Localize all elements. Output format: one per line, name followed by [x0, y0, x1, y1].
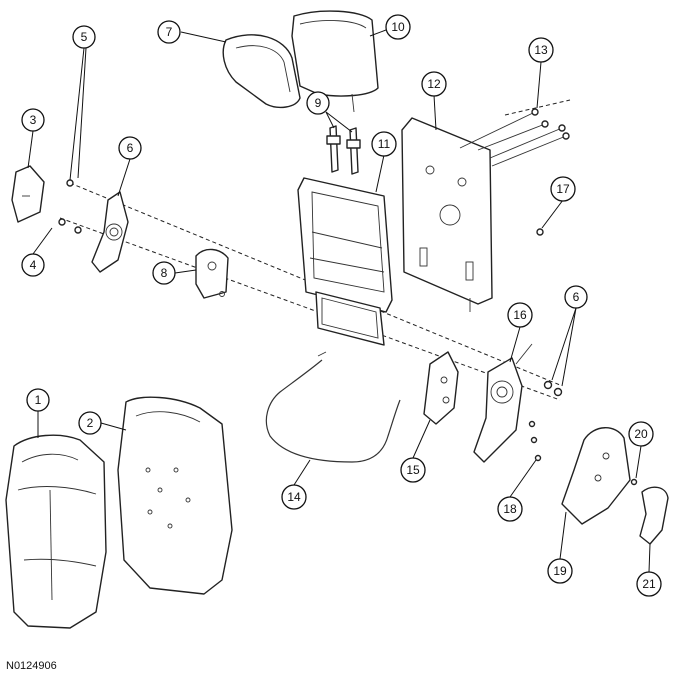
svg-text:8: 8	[161, 266, 168, 280]
callout-13: 13	[528, 37, 554, 63]
assembly-axis-lines	[59, 99, 571, 401]
fasteners	[58, 179, 563, 397]
callout-2: 2	[78, 411, 102, 435]
callout-17: 17	[550, 176, 576, 202]
svg-text:3: 3	[30, 113, 37, 127]
recliner-right-part-16	[473, 343, 533, 463]
callout-6-left: 6	[118, 136, 142, 160]
callout-15: 15	[400, 457, 426, 483]
svg-text:4: 4	[30, 258, 37, 272]
callout-9: 9	[306, 91, 330, 115]
svg-text:10: 10	[391, 20, 405, 34]
callout-14: 14	[281, 484, 307, 510]
leader-lines	[27, 29, 651, 573]
svg-text:5: 5	[81, 30, 88, 44]
side-trim-part-3	[11, 165, 45, 223]
callout-1: 1	[26, 388, 50, 412]
svg-text:1: 1	[35, 393, 42, 407]
figure-reference-id: N0124906	[6, 660, 57, 672]
svg-text:15: 15	[406, 463, 420, 477]
svg-text:16: 16	[513, 308, 527, 322]
callout-18: 18	[497, 496, 523, 522]
svg-text:9: 9	[315, 96, 322, 110]
svg-text:21: 21	[642, 577, 656, 591]
cable-part-14	[265, 351, 401, 463]
clip-part-20	[630, 478, 638, 486]
svg-text:6: 6	[573, 290, 580, 304]
svg-text:7: 7	[166, 25, 173, 39]
callout-16: 16	[507, 302, 533, 328]
headrest-part-10	[291, 10, 379, 113]
svg-text:20: 20	[634, 427, 648, 441]
fasteners-part-18	[528, 420, 542, 462]
callout-19: 19	[547, 558, 573, 584]
callout-4: 4	[21, 253, 45, 277]
svg-text:2: 2	[87, 416, 94, 430]
callout-5: 5	[72, 25, 96, 49]
callout-3: 3	[21, 108, 45, 132]
svg-text:17: 17	[556, 182, 570, 196]
callout-11: 11	[371, 131, 397, 157]
svg-text:14: 14	[287, 490, 301, 504]
seatback-frame-part-11	[297, 177, 393, 346]
back-panel-part-12	[401, 117, 493, 312]
side-bracket-part-15	[423, 351, 459, 425]
recliner-left-part-6	[91, 191, 129, 273]
handle-part-21	[639, 486, 669, 545]
svg-text:18: 18	[503, 502, 517, 516]
svg-text:19: 19	[553, 564, 567, 578]
bolts-part-13	[459, 108, 570, 167]
bracket-part-8	[195, 248, 229, 299]
headrest-cushion-part-7	[222, 34, 301, 109]
callout-20: 20	[628, 421, 654, 447]
svg-text:13: 13	[534, 43, 548, 57]
svg-text:6: 6	[127, 141, 134, 155]
headrest-guides-part-9	[326, 125, 361, 175]
callout-7: 7	[157, 20, 181, 44]
svg-text:11: 11	[378, 137, 391, 151]
svg-text:12: 12	[427, 77, 441, 91]
callout-21: 21	[636, 571, 662, 597]
callout-10: 10	[385, 14, 411, 40]
seatback-foam-part-2	[117, 396, 233, 595]
outer-trim-part-19	[561, 427, 631, 525]
callout-6-right: 6	[564, 285, 588, 309]
seatback-cushion-part-1	[5, 434, 107, 629]
callout-12: 12	[421, 71, 447, 97]
callout-8: 8	[152, 261, 176, 285]
